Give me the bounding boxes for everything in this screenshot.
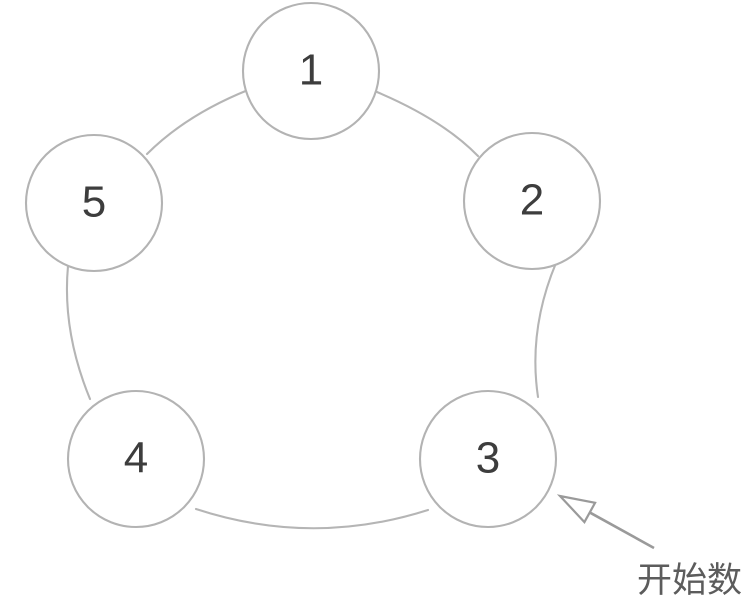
node-2[interactable]: 2: [462, 131, 602, 271]
node-2-label: 2: [520, 176, 544, 225]
node-5[interactable]: 5: [24, 133, 164, 273]
node-4-label: 4: [124, 434, 148, 483]
node-3[interactable]: 3: [418, 389, 558, 529]
link-4-to-5: [65, 264, 92, 401]
node-4[interactable]: 4: [66, 389, 206, 529]
callout-label: 开始数: [637, 561, 742, 601]
link-3-to-4: [194, 507, 430, 530]
node-1-label: 1: [299, 46, 323, 95]
node-4-circle[interactable]: [66, 389, 206, 529]
link-5-to-1: [145, 88, 250, 156]
link-1-to-2: [375, 90, 480, 158]
link-group: [65, 88, 558, 530]
start-count-callout: 开始数: [556, 494, 742, 601]
node-3-circle[interactable]: [418, 389, 558, 529]
node-5-circle[interactable]: [24, 133, 164, 273]
node-5-label: 5: [82, 178, 106, 227]
node-1[interactable]: 1: [241, 1, 381, 141]
callout-arrow-line: [583, 508, 655, 550]
node-3-label: 3: [476, 434, 500, 483]
node-1-circle[interactable]: [241, 1, 381, 141]
callout-arrow-head-icon: [556, 494, 597, 524]
node-2-circle[interactable]: [462, 131, 602, 271]
link-2-to-3: [534, 261, 558, 399]
